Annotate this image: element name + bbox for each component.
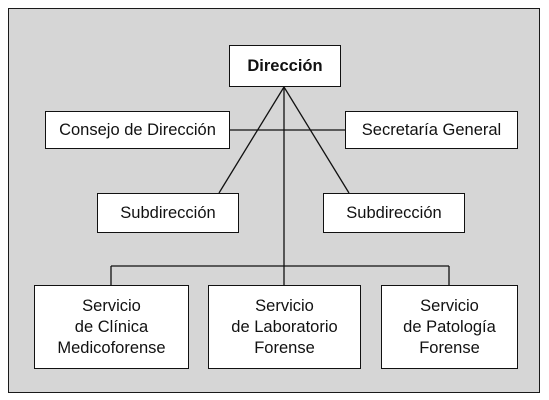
node-servicio-laboratorio: Servicio de Laboratorio Forense xyxy=(208,285,361,369)
node-consejo-direccion: Consejo de Dirección xyxy=(45,111,230,149)
connector-direccion-subdireccion-right xyxy=(283,86,350,194)
connector-direccion-subdireccion-left xyxy=(218,86,285,194)
node-servicio-patologia: Servicio de Patología Forense xyxy=(381,285,518,369)
node-direccion: Dirección xyxy=(229,45,341,87)
node-secretaria-general: Secretaría General xyxy=(345,111,518,149)
node-subdireccion-left: Subdirección xyxy=(97,193,239,233)
node-subdireccion-right: Subdirección xyxy=(323,193,465,233)
node-servicio-clinica: Servicio de Clínica Medicoforense xyxy=(34,285,189,369)
